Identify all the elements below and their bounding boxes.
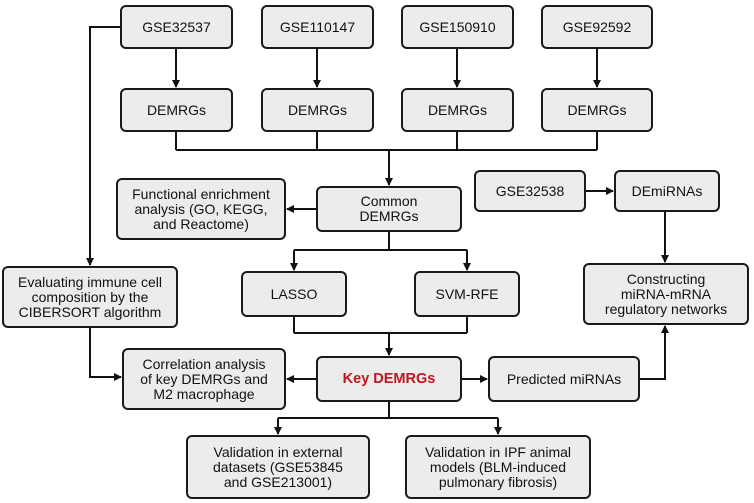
gse110147-node: GSE110147	[261, 5, 374, 49]
predicted-mirnas-node: Predicted miRNAs	[488, 356, 640, 402]
validation-external-node: Validation in external datasets (GSE5384…	[186, 435, 370, 499]
demirnas-node: DEmiRNAs	[614, 170, 720, 212]
demrgs-node-4: DEMRGs	[541, 88, 653, 132]
demrgs-node-3: DEMRGs	[401, 88, 514, 132]
arrow-immune-correlation	[89, 328, 122, 381]
functional-enrichment-node: Functional enrichment analysis (GO, KEGG…	[116, 178, 286, 240]
correlation-node: Correlation analysis of key DEMRGs and M…	[122, 348, 286, 410]
svm-rfe-node: SVM-RFE	[414, 271, 520, 317]
key-demrgs-node: Key DEMRGs	[316, 356, 462, 402]
validation-animal-node: Validation in IPF animal models (BLM-ind…	[405, 435, 591, 499]
gse92592-node: GSE92592	[541, 5, 653, 49]
immune-cell-node: Evaluating immune cell composition by th…	[2, 266, 178, 328]
demrgs-node-1: DEMRGs	[120, 88, 233, 132]
mirna-network-node: Constructing miRNA-mRNA regulatory netwo…	[583, 263, 749, 325]
demrgs-node-2: DEMRGs	[261, 88, 374, 132]
lasso-node: LASSO	[241, 271, 347, 317]
gse32537-node: GSE32537	[120, 5, 233, 49]
gse32538-node: GSE32538	[474, 170, 586, 212]
arrow-predicted-network	[640, 325, 669, 380]
gse150910-node: GSE150910	[401, 5, 514, 49]
arrow-gse32537-immune	[86, 26, 120, 266]
common-demrgs-node: Common DEMRGs	[316, 186, 462, 232]
